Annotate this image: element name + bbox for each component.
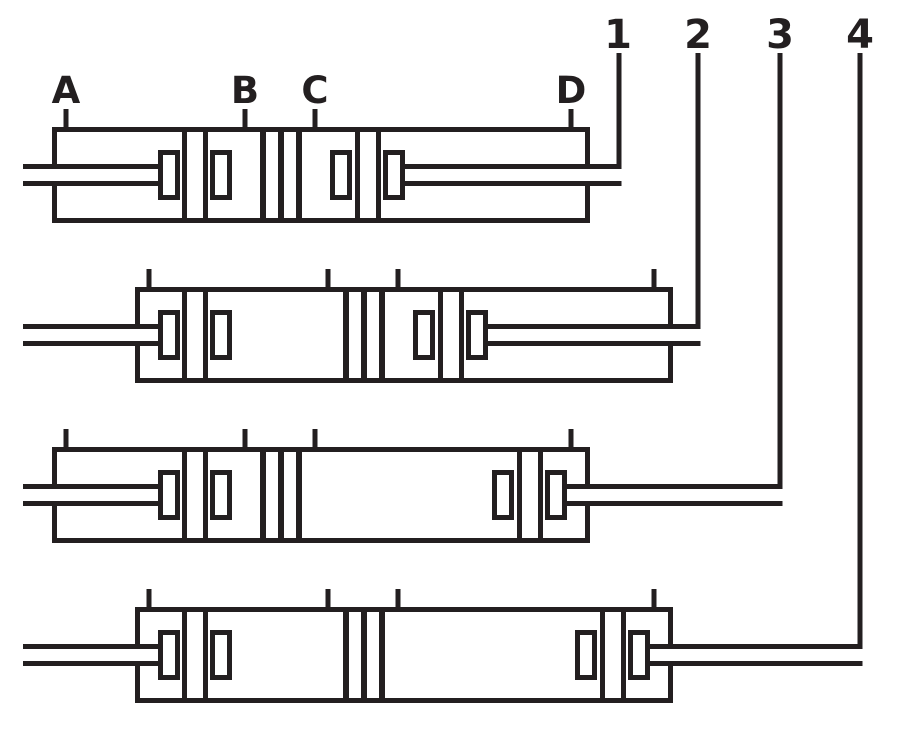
port-ticks <box>63 109 574 130</box>
position-label-4: 4 <box>846 12 874 58</box>
cylinder-body <box>135 287 673 383</box>
piston-disc <box>182 287 208 383</box>
cylinder-body <box>135 607 673 703</box>
piston-disc <box>517 447 543 543</box>
piston-flange-left <box>158 310 180 360</box>
right-piston <box>330 127 405 223</box>
right-piston <box>413 287 488 383</box>
piston-flange-right <box>628 630 650 680</box>
piston-flange-left <box>158 630 180 680</box>
cylinder-body <box>52 447 590 543</box>
piston-flange-right <box>210 310 232 360</box>
piston-flange-left <box>575 630 597 680</box>
piston-flange-right <box>210 150 232 200</box>
port-label-b: B <box>231 69 259 112</box>
piston-disc <box>600 607 626 703</box>
left-piston <box>158 287 232 383</box>
piston-disc <box>182 127 208 223</box>
position-label-2: 2 <box>684 12 712 58</box>
position-labels: 1 2 3 4 <box>604 12 874 58</box>
left-piston <box>158 607 232 703</box>
port-ticks <box>146 269 657 290</box>
cylinder-position-1 <box>23 109 622 223</box>
port-label-c: C <box>301 69 328 112</box>
position-label-3: 3 <box>766 12 794 58</box>
cylinder-position-2 <box>23 269 701 383</box>
piston-rods <box>23 484 783 506</box>
right-piston <box>575 607 650 703</box>
piston-rods <box>23 324 701 346</box>
right-piston <box>492 447 567 543</box>
port-label-d: D <box>556 69 587 112</box>
piston-flange-right <box>210 630 232 680</box>
left-piston <box>158 447 232 543</box>
port-label-a: A <box>52 69 81 112</box>
cylinder-position-3 <box>23 429 783 543</box>
piston-flange-left <box>492 470 514 520</box>
separator-seals <box>343 609 385 701</box>
piston-flange-right <box>383 150 405 200</box>
port-ticks <box>63 429 574 450</box>
separator-seals <box>260 129 302 221</box>
position-label-1: 1 <box>604 12 632 58</box>
separator-seals <box>260 449 302 541</box>
position-leader-lines <box>616 53 863 649</box>
cylinder-body <box>52 127 590 223</box>
piston-rods <box>23 164 622 186</box>
piston-rods <box>23 644 863 666</box>
piston-disc <box>182 607 208 703</box>
piston-flange-left <box>158 470 180 520</box>
piston-disc <box>355 127 381 223</box>
left-piston <box>158 127 232 223</box>
separator-seals <box>343 289 385 381</box>
piston-disc <box>438 287 464 383</box>
piston-flange-right <box>466 310 488 360</box>
piston-flange-left <box>158 150 180 200</box>
piston-flange-right <box>210 470 232 520</box>
piston-flange-left <box>330 150 352 200</box>
cylinder-position-4 <box>23 589 863 703</box>
piston-disc <box>182 447 208 543</box>
piston-flange-left <box>413 310 435 360</box>
port-ticks <box>146 589 657 610</box>
port-labels: A B C D <box>52 69 587 112</box>
piston-flange-right <box>545 470 567 520</box>
